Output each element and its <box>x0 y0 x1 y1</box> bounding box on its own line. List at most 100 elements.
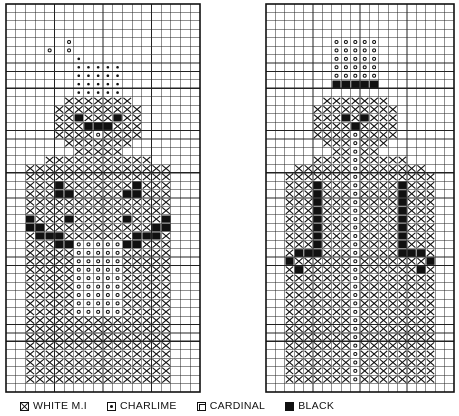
white-stitch <box>314 376 321 382</box>
white-stitch <box>162 368 170 374</box>
white-stitch <box>143 157 151 163</box>
white-stitch <box>427 250 434 256</box>
white-stitch <box>65 292 73 298</box>
charlime-stitch <box>116 285 119 288</box>
white-stitch <box>46 317 54 323</box>
black-stitch <box>113 114 122 121</box>
white-stitch <box>323 250 330 256</box>
cardinal-stitch <box>107 66 110 69</box>
white-stitch <box>427 191 434 197</box>
white-stitch <box>114 140 122 146</box>
white-stitch <box>389 309 396 315</box>
cardinal-stitch <box>77 83 80 86</box>
charlime-stitch <box>354 310 357 313</box>
white-stitch <box>370 283 377 289</box>
white-stitch <box>295 199 302 205</box>
white-stitch <box>114 317 122 323</box>
white-stitch <box>65 224 73 230</box>
white-stitch <box>380 106 387 112</box>
white-stitch <box>295 216 302 222</box>
charlime-stitch <box>87 285 90 288</box>
white-stitch <box>305 182 312 188</box>
white-stitch <box>361 359 368 365</box>
white-stitch <box>75 207 83 213</box>
white-stitch <box>342 98 349 104</box>
white-stitch <box>36 292 44 298</box>
white-stitch <box>56 292 64 298</box>
white-stitch <box>65 368 73 374</box>
white-stitch <box>389 123 396 129</box>
black-stitch <box>162 224 171 231</box>
cardinal-stitch <box>107 91 110 94</box>
white-stitch <box>417 309 424 315</box>
charlime-stitch <box>48 49 51 52</box>
white-stitch <box>295 174 302 180</box>
white-stitch <box>85 132 93 138</box>
white-stitch <box>75 123 83 129</box>
charlime-stitch <box>363 74 366 77</box>
white-stitch <box>123 233 131 239</box>
white-stitch <box>333 275 340 281</box>
charlime-stitch <box>77 251 80 254</box>
black-stitch <box>398 224 406 231</box>
white-stitch <box>65 326 73 332</box>
charlime-stitch <box>77 277 80 280</box>
black-stitch <box>26 215 35 222</box>
white-stitch <box>153 292 161 298</box>
white-stitch <box>94 207 102 213</box>
white-stitch <box>104 98 112 104</box>
white-stitch <box>370 342 377 348</box>
charlime-stitch <box>354 234 357 237</box>
white-stitch <box>65 300 73 306</box>
white-stitch <box>114 191 122 197</box>
white-stitch <box>123 317 131 323</box>
white-stitch <box>26 351 34 357</box>
white-stitch <box>399 283 406 289</box>
white-stitch <box>123 368 131 374</box>
white-stitch <box>380 309 387 315</box>
white-stitch <box>286 250 293 256</box>
white-stitch <box>314 106 321 112</box>
white-stitch <box>46 283 54 289</box>
white-stitch <box>305 207 312 213</box>
white-stitch <box>46 334 54 340</box>
black-stitch <box>152 232 161 239</box>
white-stitch <box>408 300 415 306</box>
white-stitch <box>56 326 64 332</box>
white-stitch <box>427 275 434 281</box>
white-stitch <box>104 140 112 146</box>
white-stitch <box>333 157 340 163</box>
white-stitch <box>408 224 415 230</box>
white-stitch <box>26 199 34 205</box>
white-stitch <box>104 326 112 332</box>
white-stitch <box>399 309 406 315</box>
white-stitch <box>75 359 83 365</box>
white-stitch <box>56 376 64 382</box>
white-stitch <box>46 368 54 374</box>
white-stitch <box>314 359 321 365</box>
white-stitch <box>380 368 387 374</box>
white-stitch <box>295 224 302 230</box>
white-stitch <box>36 216 44 222</box>
white-stitch <box>417 241 424 247</box>
white-stitch <box>380 317 387 323</box>
white-stitch <box>389 165 396 171</box>
white-stitch <box>133 115 141 121</box>
white-stitch <box>94 216 102 222</box>
white-stitch <box>153 359 161 365</box>
white-stitch <box>104 368 112 374</box>
white-stitch <box>295 376 302 382</box>
black-stitch <box>55 241 64 248</box>
charlime-stitch <box>335 49 338 52</box>
white-stitch <box>427 182 434 188</box>
white-stitch <box>408 326 415 332</box>
charlime-stitch <box>354 319 357 322</box>
white-stitch <box>65 317 73 323</box>
white-stitch <box>408 283 415 289</box>
white-stitch <box>323 224 330 230</box>
charlime-stitch <box>97 251 100 254</box>
white-stitch <box>286 351 293 357</box>
white-stitch <box>65 342 73 348</box>
white-stitch <box>417 300 424 306</box>
white-stitch <box>26 283 34 289</box>
